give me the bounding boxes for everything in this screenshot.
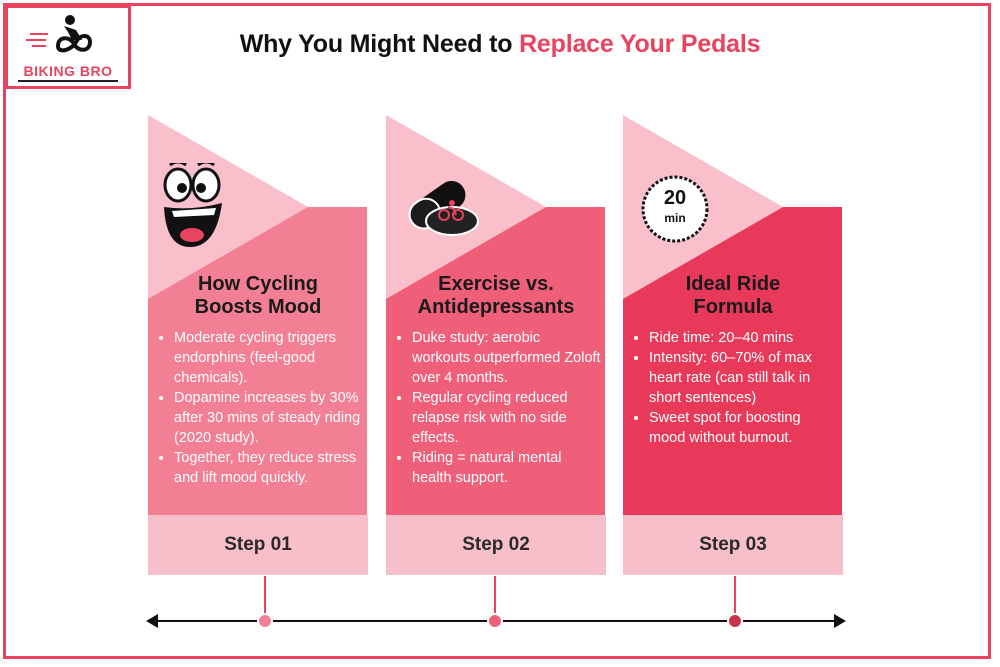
timer-unit: min — [664, 211, 686, 225]
card-heading: How Cycling Boosts Mood — [194, 273, 322, 318]
card-background — [623, 115, 842, 515]
timeline-arrow-left-icon — [146, 614, 158, 628]
bullet-item: Dopamine increases by 30% after 30 mins … — [174, 388, 363, 448]
timeline-dot — [487, 613, 503, 629]
smiley-face-icon — [163, 163, 222, 247]
card-background — [148, 115, 367, 515]
card-background — [386, 115, 605, 515]
card-heading: Exercise vs. Antidepressants — [417, 273, 575, 318]
brand-name: BIKING BRO — [23, 63, 113, 79]
title-accent: Replace Your Pedals — [519, 30, 761, 58]
logo[interactable]: BIKING BRO — [5, 5, 131, 89]
bullet-item: Ride time: 20–40 mins — [649, 328, 838, 348]
timeline-dot — [727, 613, 743, 629]
bullet-list: Ride time: 20–40 mins Intensity: 60–70% … — [633, 328, 838, 448]
timeline-connector — [734, 576, 736, 614]
bullet-list: Moderate cycling triggers endorphins (fe… — [158, 328, 363, 488]
timeline-connector — [494, 576, 496, 614]
bullet-item: Intensity: 60–70% of max heart rate (can… — [649, 348, 838, 408]
bullet-item: Duke study: aerobic workouts outperforme… — [412, 328, 601, 388]
cyclist-logo-icon — [26, 15, 93, 53]
step-label: Step 01 — [148, 515, 368, 575]
pill-cyclist-icon — [408, 180, 479, 236]
card-exercise-vs-antidepressants: Exercise vs. Antidepressants Duke study:… — [386, 115, 606, 575]
timer-value: 20 — [663, 187, 687, 209]
page-title: Why You Might Need to Replace Your Pedal… — [0, 30, 1000, 59]
timer-20-min-icon — [641, 175, 709, 243]
step-label: Step 03 — [623, 515, 843, 575]
timeline-arrow-right-icon — [834, 614, 846, 628]
step-label: Step 02 — [386, 515, 606, 575]
card-ideal-ride-formula: 20 min Ideal Ride Formula Ride time: 20–… — [623, 115, 843, 575]
card-how-cycling-boosts-mood: How Cycling Boosts Mood Moderate cycling… — [148, 115, 368, 575]
timeline-connector — [264, 576, 266, 614]
bullet-list: Duke study: aerobic workouts outperforme… — [396, 328, 601, 488]
bullet-item: Regular cycling reduced relapse risk wit… — [412, 388, 601, 448]
logo-underline — [18, 80, 118, 82]
bullet-item: Riding = natural mental health support. — [412, 448, 601, 488]
bullet-item: Moderate cycling triggers endorphins (fe… — [174, 328, 363, 388]
bullet-item: Sweet spot for boosting mood without bur… — [649, 408, 838, 448]
card-heading: Ideal Ride Formula — [685, 273, 781, 318]
bullet-item: Together, they reduce stress and lift mo… — [174, 448, 363, 488]
title-prefix: Why You Might Need to — [239, 30, 520, 58]
timeline-dot — [257, 613, 273, 629]
